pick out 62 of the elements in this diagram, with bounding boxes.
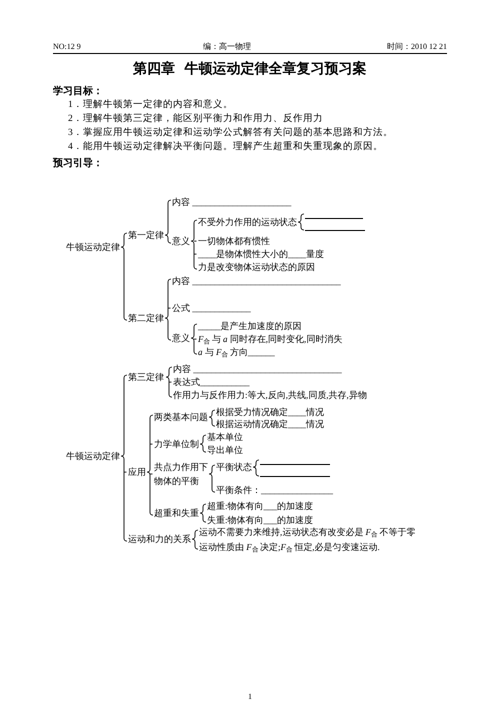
- section-heading: 预习引导：: [53, 158, 103, 170]
- branch-label: 运动和力的关系: [128, 534, 191, 545]
- leaf-text: 运动不需要力来维持,运动状态有改变必是 F$_{合}$ 不等于零: [199, 526, 416, 538]
- leaf-text: 超重:物体有向___的加速度: [207, 500, 314, 512]
- leaf-text: 内容 ______________________: [172, 196, 292, 208]
- branch-label: 超重和失重: [154, 508, 199, 519]
- leaf-text: 根据运动情况确定____情况: [216, 418, 324, 430]
- leaf-text: 平衡条件：________________: [216, 484, 333, 496]
- brace-connector: [252, 460, 260, 476]
- leaf-text: 内容 _________________________________: [172, 276, 341, 287]
- branch-label: 第三定律: [128, 372, 164, 383]
- section-heading: 学习目标：: [53, 86, 103, 98]
- brace-connector: [190, 324, 198, 355]
- leaf-text: 一切物体都有惯性: [198, 236, 270, 247]
- brace-connector: [200, 434, 206, 453]
- page-title: 第四章 牛顿运动定律全章复习预习案: [133, 61, 367, 78]
- list-item: 1．理解牛顿第一定律的内容和意义。: [68, 100, 233, 112]
- leaf-text: 基本单位: [207, 432, 243, 443]
- brace-connector: [120, 232, 128, 321]
- brace-connector: [298, 214, 304, 230]
- leaf-text: 表达式___________: [173, 376, 250, 388]
- page-number: 1: [248, 692, 252, 702]
- root-label: 牛顿运动定律: [66, 450, 120, 462]
- root-label: 牛顿运动定律: [66, 242, 120, 253]
- brace-connector: [190, 220, 198, 270]
- list-item: 2．理解牛顿第三定律，能区别平衡力和作用力、反作用力: [68, 114, 323, 126]
- leaf-text: 力是改变物体运动状态的原因: [198, 262, 315, 273]
- branch-label: 两类基本问题: [154, 412, 208, 423]
- list-item: 4．能用牛顿运动定律解决平衡问题。理解产生超重和失重现象的原因。: [68, 142, 383, 154]
- brace-connector: [166, 366, 172, 398]
- leaf-text: 运动性质由 F$_{合}$ 决定;F$_{合}$ 恒定,必是匀变速运动.: [199, 542, 380, 553]
- brace-connector: [200, 504, 206, 523]
- leaf-text: 导出单位: [207, 444, 243, 456]
- branch-label: 力学单位制: [154, 438, 199, 450]
- branch-label: 第二定律: [128, 312, 164, 324]
- branch-label: 应用: [128, 466, 146, 478]
- leaf-text: 公式 _____________: [172, 302, 251, 314]
- branch-label: 意义: [172, 332, 190, 344]
- branch-label: 共点力作用下物体的平衡: [154, 460, 209, 488]
- brace-connector: [146, 414, 154, 516]
- brace-connector: [192, 530, 198, 550]
- leaf-text: F$_{合}$ 与 a 同时存在,同时变化,同时消失: [198, 334, 342, 345]
- leaf-text: ____是物体惯性大小的____量度: [198, 248, 324, 260]
- brace-connector: [164, 278, 172, 341]
- leaf-text: _____是产生加速度的原因: [198, 320, 302, 332]
- branch-label: 意义: [172, 236, 190, 247]
- leaf-text: 作用力与反作用力:等大,反向,共线,同质,共存,异物: [173, 390, 367, 401]
- header-text: NO:12 9: [53, 42, 81, 52]
- branch-label: 不受外力作用的运动状态: [198, 216, 297, 228]
- brace-connector: [208, 464, 216, 493]
- header-text: 时间：2010 12 21: [387, 42, 447, 52]
- list-item: 3．掌握应用牛顿运动定律和运动学公式解答有关问题的基本思路和方法。: [68, 128, 393, 140]
- leaf-text: 失重:物体有向___的加速度: [207, 514, 314, 526]
- brace-connector: [208, 410, 216, 427]
- branch-label: 平衡状态: [216, 462, 252, 473]
- leaf-text: 根据受力情况确定____情况: [216, 406, 324, 418]
- brace-connector: [120, 374, 128, 542]
- branch-label: 第一定律: [128, 230, 164, 241]
- header-text: 编：高一物理: [203, 42, 251, 52]
- leaf-text: a 与 F$_{合}$ 方向______: [198, 346, 275, 358]
- brace-connector: [164, 200, 172, 244]
- leaf-text: 内容 _________________________________: [173, 364, 342, 375]
